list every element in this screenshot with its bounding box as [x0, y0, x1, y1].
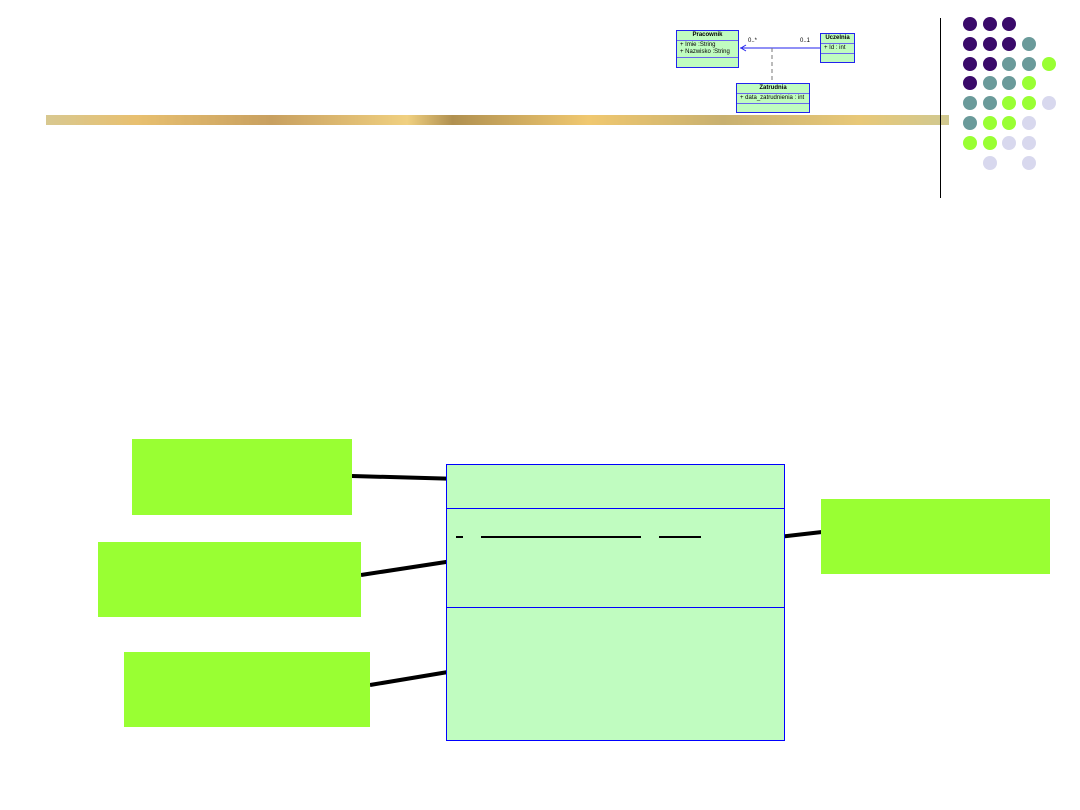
uml-class-box [446, 464, 785, 741]
mini-class-uczelnia: Uczelnia + Id : int [820, 33, 855, 63]
decorative-dot [982, 56, 997, 71]
attribute-name-line [481, 536, 641, 538]
class-attributes: + data_zatrudnienia : int [737, 94, 809, 104]
decorative-dot [982, 36, 997, 51]
visibility-marker [456, 536, 463, 538]
operation-compartment [447, 608, 784, 740]
decorative-dot [982, 135, 997, 150]
vertical-divider [940, 18, 941, 198]
decorative-dot [1002, 96, 1017, 111]
decorative-dot [1041, 96, 1056, 111]
decorative-dot [963, 96, 977, 111]
mini-class-pracownik: Pracownik + Imie :String + Nazwisko :Str… [676, 30, 739, 68]
decorative-dot [1022, 96, 1037, 111]
decorative-dot [1002, 116, 1017, 130]
decorative-dot [1002, 36, 1017, 51]
callout-type [821, 499, 1050, 574]
class-name: Uczelnia [821, 34, 854, 44]
decorative-dot [963, 135, 977, 150]
decorative-dot [1022, 155, 1037, 170]
class-name: Zatrudnia [737, 84, 809, 94]
decorative-dot [1002, 56, 1017, 71]
decorative-dot [963, 36, 977, 51]
decorative-band [46, 115, 949, 125]
decorative-dot [1041, 56, 1056, 71]
decorative-dot [963, 116, 977, 130]
decorative-dot [1002, 17, 1017, 31]
decorative-dot [1022, 56, 1037, 71]
callout-operations [124, 652, 370, 727]
decorative-dot [982, 96, 997, 111]
decorative-dot [982, 17, 997, 31]
decorative-dot [1022, 116, 1037, 130]
decorative-dot [963, 56, 977, 71]
decorative-dot [982, 155, 997, 170]
decorative-dot [1022, 36, 1037, 51]
callout-attributes [98, 542, 361, 617]
class-name: Pracownik [677, 31, 738, 41]
multiplicity-left: 0..* [748, 38, 758, 44]
mini-class-zatrudnia: Zatrudnia + data_zatrudnienia : int [736, 83, 810, 113]
decorative-dot [1002, 76, 1017, 91]
decorative-dot [1022, 76, 1037, 91]
class-name-compartment [447, 465, 784, 509]
decorative-dot [982, 116, 997, 130]
attribute-compartment [447, 508, 784, 608]
multiplicity-right: 0..1 [800, 38, 811, 44]
decorative-dot [1022, 135, 1037, 150]
decorative-dot [982, 76, 997, 91]
decorative-dot [1002, 135, 1017, 150]
decorative-dot [963, 76, 977, 91]
arrowhead-icon [740, 44, 747, 52]
class-attributes: + Id : int [821, 44, 854, 54]
class-attributes: + Imie :String + Nazwisko :String [677, 41, 738, 58]
callout-class-name [132, 439, 352, 515]
decorative-dot [963, 17, 977, 31]
attribute-type-line [659, 536, 701, 538]
